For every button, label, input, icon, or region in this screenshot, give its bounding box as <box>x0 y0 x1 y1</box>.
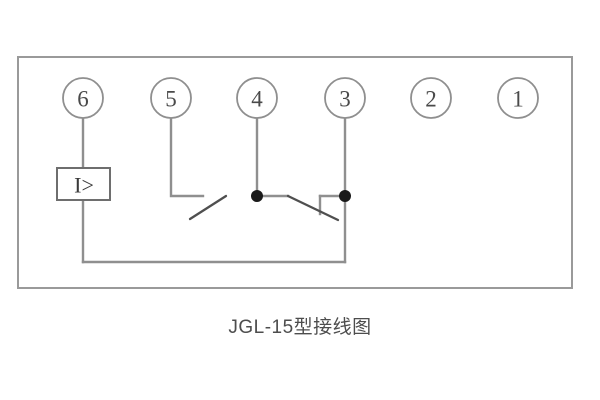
terminal-5[interactable]: 5 <box>150 77 192 119</box>
overcurrent-relay-element: I> <box>56 167 111 201</box>
changeover-contact-group <box>188 194 340 222</box>
terminal-6[interactable]: 6 <box>62 77 104 119</box>
terminal-group: 6 5 4 3 2 1 <box>62 77 539 119</box>
terminal-1[interactable]: 1 <box>497 77 539 119</box>
terminal-label-2: 2 <box>425 87 437 112</box>
terminal-circle-1[interactable] <box>497 77 539 119</box>
junction-dot-group <box>251 190 351 202</box>
terminal-2[interactable]: 2 <box>410 77 452 119</box>
wire-terminal5-drop <box>169 116 205 198</box>
wire-group <box>81 116 347 264</box>
contact-arm-left-no <box>188 194 228 221</box>
terminal-label-3: 3 <box>339 87 351 112</box>
terminal-circle-2[interactable] <box>410 77 452 119</box>
terminal-4[interactable]: 4 <box>236 77 278 119</box>
contact-arm-right-nc <box>286 194 340 222</box>
diagram-caption: JGL-15型接线图 <box>228 317 372 338</box>
diagram-frame <box>17 56 573 289</box>
terminal-label-5: 5 <box>165 87 177 112</box>
relay-element-symbol: I> <box>74 173 94 198</box>
terminal-circle-6[interactable] <box>62 77 104 119</box>
terminal-circle-5[interactable] <box>150 77 192 119</box>
terminal-circle-3[interactable] <box>324 77 366 119</box>
terminal-label-4: 4 <box>251 87 263 112</box>
junction-dot-terminal3 <box>339 190 351 202</box>
relay-element-box <box>56 167 111 201</box>
terminal-3[interactable]: 3 <box>324 77 366 119</box>
terminal-label-1: 1 <box>512 87 524 112</box>
terminal-label-6: 6 <box>77 87 89 112</box>
junction-dot-terminal4 <box>251 190 263 202</box>
terminal-circle-4[interactable] <box>236 77 278 119</box>
